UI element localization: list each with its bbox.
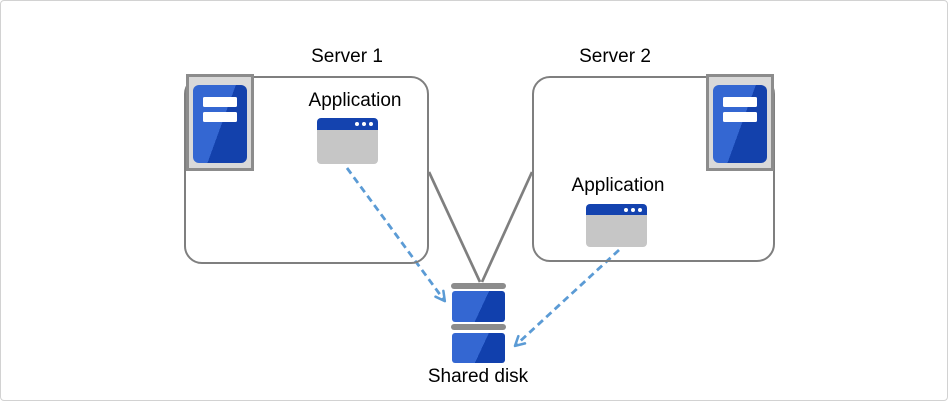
app2-to-disk-arrow <box>513 248 620 348</box>
app-window-body <box>586 215 647 247</box>
server2-to-disk-connector <box>480 171 534 283</box>
server1-to-disk-connector <box>427 171 482 283</box>
shared-disk-label: Shared disk <box>427 366 529 387</box>
app-window-body <box>317 130 378 164</box>
disk-stack-unit <box>452 291 505 322</box>
app-window-titlebar <box>317 118 378 130</box>
server1-tower-icon <box>186 74 254 171</box>
server-slot-bar <box>723 112 757 122</box>
server-tower-panel <box>193 85 247 163</box>
titlebar-dot-icon <box>369 122 373 126</box>
titlebar-dot-icon <box>638 207 642 212</box>
titlebar-dot-icon <box>631 207 635 212</box>
server-tower-panel <box>713 85 767 163</box>
app-window-titlebar <box>586 204 647 215</box>
app1-label: Application <box>308 90 402 111</box>
app1-window-icon <box>317 118 378 164</box>
titlebar-dot-icon <box>355 122 359 126</box>
titlebar-dot-icon <box>362 122 366 126</box>
server-slot-bar <box>203 112 237 122</box>
disk-stack-cap <box>451 283 506 289</box>
server2-box <box>532 76 775 262</box>
server-slot-bar <box>203 97 237 107</box>
server1-box <box>184 76 429 264</box>
server1-label: Server 1 <box>311 46 383 67</box>
disk-stack-cap <box>451 324 506 330</box>
disk-stack-unit <box>452 333 505 363</box>
server2-label: Server 2 <box>579 46 651 67</box>
titlebar-dot-icon <box>624 207 628 212</box>
app2-window-icon <box>586 204 647 247</box>
server2-tower-icon <box>706 74 774 171</box>
server-slot-bar <box>723 97 757 107</box>
app2-label: Application <box>571 175 665 196</box>
